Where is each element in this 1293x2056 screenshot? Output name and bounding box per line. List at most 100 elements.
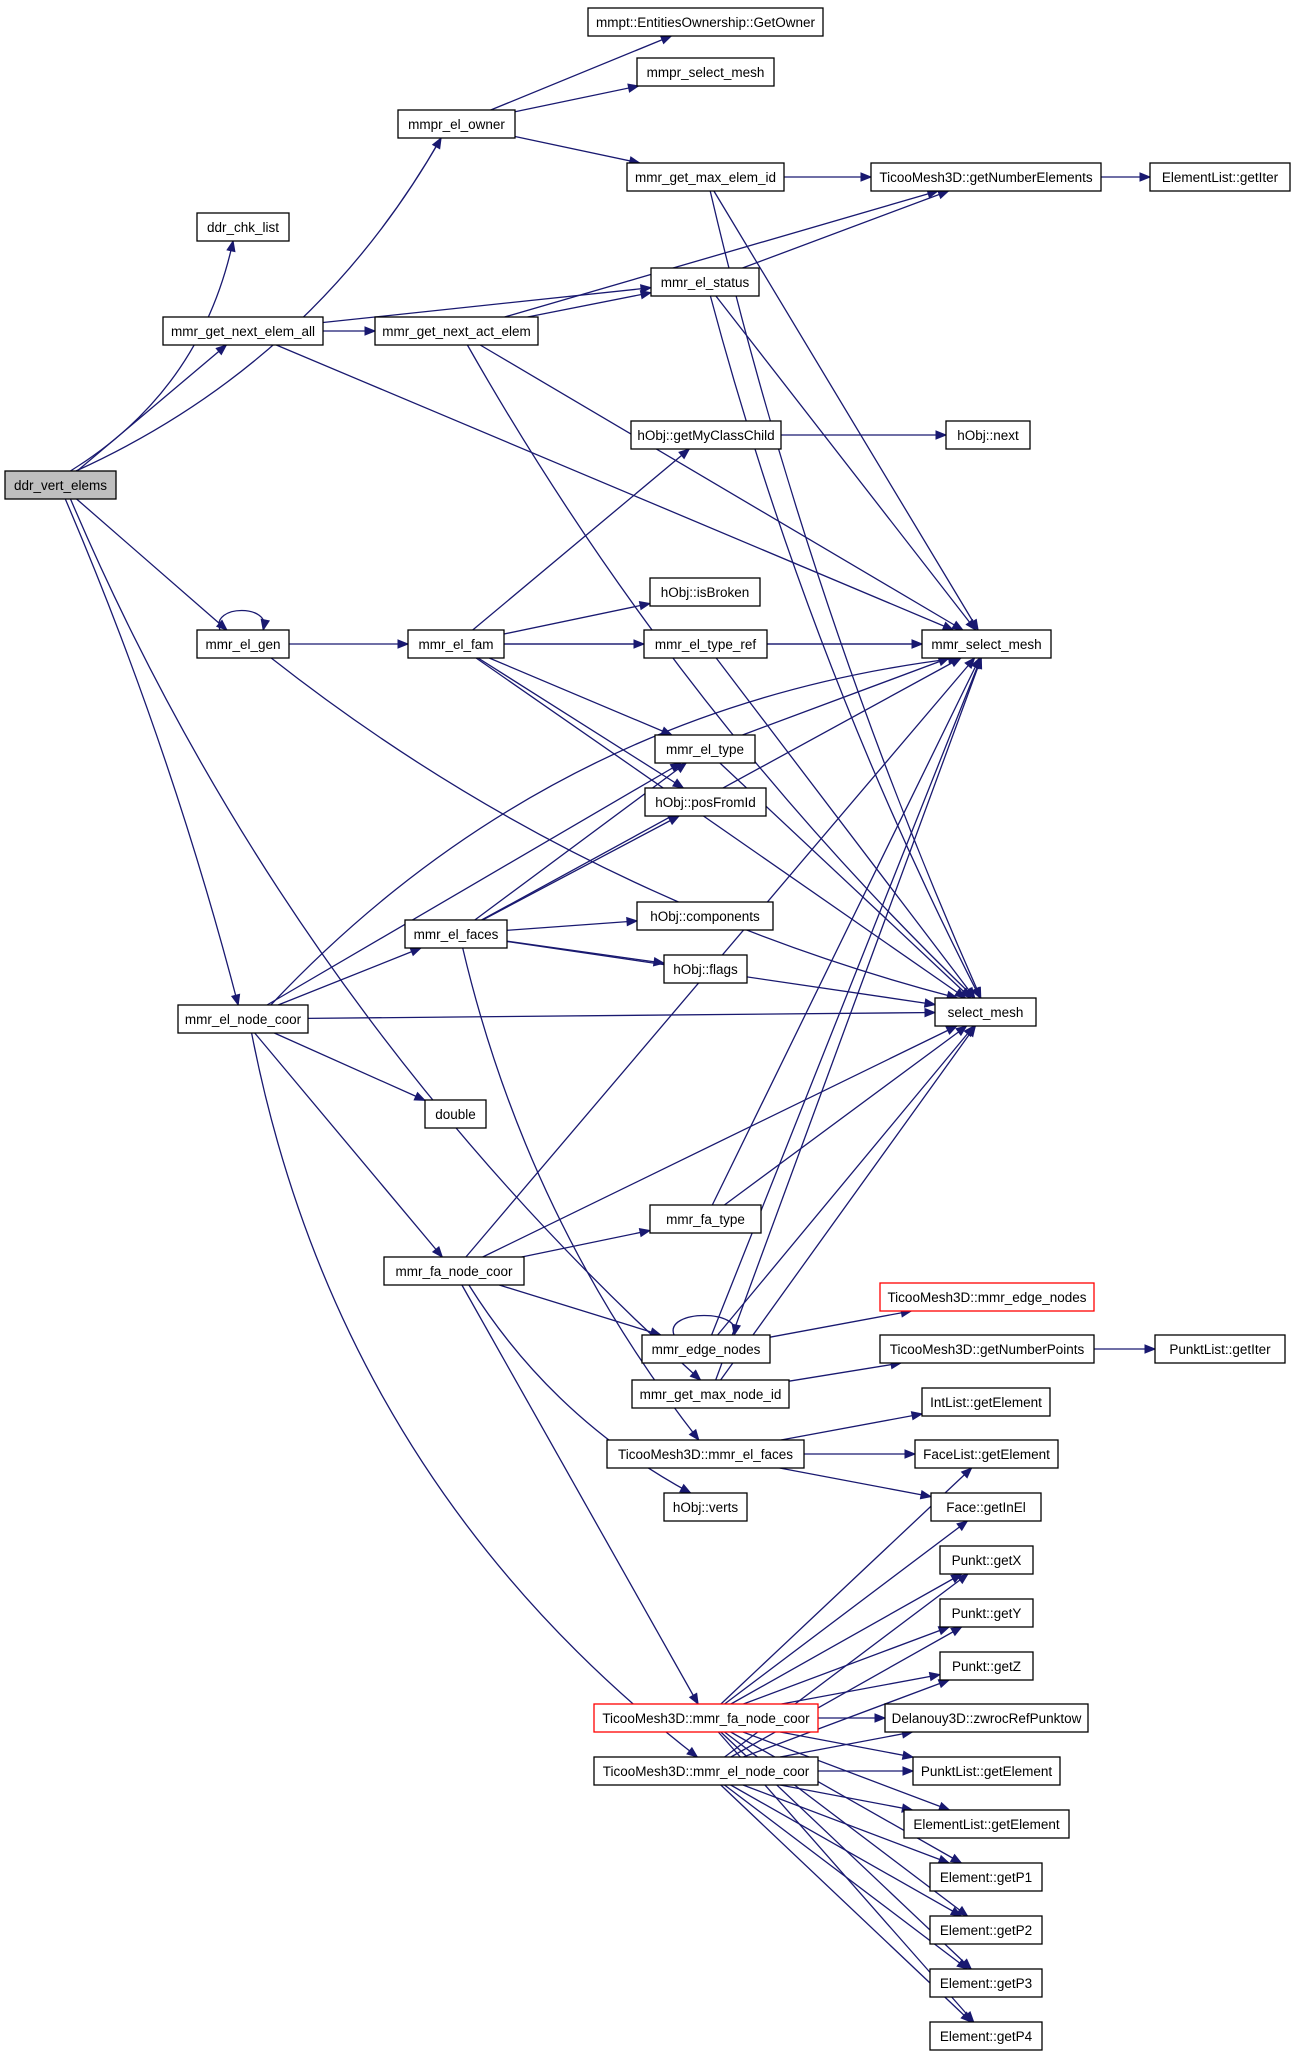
- edge-tm_getNumberPoints-to-PunktList_getIter: [1094, 1344, 1157, 1354]
- node-ddr-vert-elems[interactable]: ddr_vert_elems: [4, 470, 117, 500]
- node-mmr-get-next-elem-all[interactable]: mmr_get_next_elem_all: [162, 316, 324, 346]
- node-facelist-getelement[interactable]: FaceList::getElement: [914, 1439, 1059, 1469]
- edge-mmr_el_faces-to-mmr_el_type: [474, 762, 688, 921]
- node-box: [650, 267, 760, 297]
- node-mmr-get-max-node-id[interactable]: mmr_get_max_node_id: [631, 1379, 790, 1409]
- node-box: [884, 1703, 1089, 1733]
- edge-arrowhead: [431, 1245, 444, 1259]
- edge-arrowhead: [964, 986, 976, 1000]
- edge-line: [779, 1731, 913, 1758]
- node-box: [939, 1651, 1034, 1681]
- node-select-mesh[interactable]: select_mesh: [934, 997, 1037, 1027]
- node-mmr-el-node-coor[interactable]: mmr_el_node_coor: [177, 1004, 309, 1034]
- node-mmr-el-faces[interactable]: mmr_el_faces: [404, 919, 508, 949]
- edge-mmr_get_next_act_elem-to-mmr_el_status: [527, 290, 653, 318]
- node-elementlist-getiter[interactable]: ElementList::getIter: [1149, 162, 1291, 192]
- node-mmr-select-mesh[interactable]: mmr_select_mesh: [921, 629, 1052, 659]
- node-tm-getnumberelements[interactable]: TicooMesh3D::getNumberElements: [870, 162, 1102, 192]
- edge-arrowhead: [971, 986, 981, 1000]
- node-getowner[interactable]: mmpt::EntitiesOwnership::GetOwner: [587, 7, 824, 37]
- node-label: mmpt::EntitiesOwnership::GetOwner: [596, 15, 816, 30]
- node-box: [424, 1099, 487, 1129]
- node-box: [654, 734, 756, 764]
- node-box: [630, 420, 782, 450]
- node-face-getinel[interactable]: Face::getInEl: [930, 1492, 1042, 1522]
- edge-line: [64, 498, 239, 1006]
- node-hobj-next[interactable]: hObj::next: [945, 420, 1031, 450]
- edge-tm_mmr_fa_node_coor-to-Punkt_getX: [730, 1573, 963, 1705]
- node-punktlist-getelement[interactable]: PunktList::getElement: [912, 1756, 1061, 1786]
- node-ddr-chk-list[interactable]: ddr_chk_list: [196, 212, 290, 242]
- node-hobj-isbroken[interactable]: hObj::isBroken: [649, 577, 761, 607]
- node-mmr-el-type-ref[interactable]: mmr_el_type_ref: [643, 629, 768, 659]
- edge-mmr_get_next_elem_all-to-mmr_get_next_act_elem: [323, 326, 377, 336]
- edge-arrowhead: [633, 639, 646, 649]
- node-box: [404, 919, 508, 949]
- node-element-getp2[interactable]: Element::getP2: [929, 1915, 1043, 1945]
- node-box: [587, 7, 824, 37]
- node-element-getp1[interactable]: Element::getP1: [929, 1862, 1043, 1892]
- node-hobj-flags[interactable]: hObj::flags: [663, 954, 748, 984]
- edge-mmr_el_node_coor-to-mmr_fa_node_coor: [254, 1032, 444, 1259]
- node-hobj-components[interactable]: hObj::components: [636, 901, 774, 931]
- edge-tm_mmr_el_node_coor-to-Punkt_getX: [724, 1573, 969, 1758]
- node-tm-getnumberpoints[interactable]: TicooMesh3D::getNumberPoints: [879, 1334, 1095, 1364]
- node-elementlist-getelement[interactable]: ElementList::getElement: [903, 1809, 1070, 1839]
- node-punkt-gety[interactable]: Punkt::getY: [939, 1598, 1034, 1628]
- node-mmr-get-next-act-elem[interactable]: mmr_get_next_act_elem: [374, 316, 539, 346]
- node-mmr-fa-node-coor[interactable]: mmr_fa_node_coor: [383, 1256, 525, 1286]
- node-element-getp3[interactable]: Element::getP3: [929, 1968, 1043, 1998]
- node-element-getp4[interactable]: Element::getP4: [929, 2021, 1043, 2051]
- node-tm-mmr-edge-nodes[interactable]: TicooMesh3D::mmr_edge_nodes: [879, 1282, 1095, 1312]
- edge-line: [730, 1573, 962, 1705]
- node-mmr-el-type[interactable]: mmr_el_type: [654, 734, 756, 764]
- node-box: [593, 1703, 819, 1733]
- edge-mmr_el_fam-to-hObj_getMyClassChild: [472, 448, 691, 631]
- node-hobj-verts[interactable]: hObj::verts: [663, 1492, 748, 1522]
- edge-mmpr_el_owner-to-mmpr_select_mesh: [514, 83, 640, 113]
- node-mmr-el-status[interactable]: mmr_el_status: [650, 267, 760, 297]
- node-punkt-getz[interactable]: Punkt::getZ: [939, 1651, 1034, 1681]
- edge-ddr_vert_elems-to-ddr_chk_list: [70, 239, 236, 472]
- node-label: mmpr_el_owner: [408, 117, 505, 132]
- edge-line: [276, 344, 954, 631]
- edge-arrowhead: [215, 344, 228, 356]
- edge-line: [250, 1032, 698, 1758]
- node-mmpr-el-owner[interactable]: mmpr_el_owner: [397, 109, 516, 139]
- node-label: ElementList::getIter: [1162, 170, 1279, 185]
- node-box: [1149, 162, 1291, 192]
- node-box: [903, 1809, 1070, 1839]
- node-tm-mmr-fa-node-coor[interactable]: TicooMesh3D::mmr_fa_node_coor: [593, 1703, 819, 1733]
- edge-mmr_fa_node_coor-to-tm_mmr_fa_node_coor: [461, 1284, 699, 1706]
- edge-line: [274, 1032, 426, 1101]
- node-punkt-getx[interactable]: Punkt::getX: [939, 1545, 1034, 1575]
- node-punktlist-getiter[interactable]: PunktList::getIter: [1154, 1334, 1286, 1364]
- edge-line: [527, 291, 652, 318]
- node-mmr-edge-nodes[interactable]: mmr_edge_nodes: [641, 1334, 771, 1364]
- node-mmr-el-fam[interactable]: mmr_el_fam: [407, 629, 505, 659]
- edge-line: [472, 448, 690, 631]
- edge-mmr_el_node_coor-to-double: [274, 1032, 427, 1101]
- edge-tm_mmr_el_node_coor-to-Element_getP3: [724, 1784, 969, 1970]
- node-mmr-el-gen[interactable]: mmr_el_gen: [196, 629, 290, 659]
- edge-line: [724, 1784, 968, 1970]
- edge-mmr_el_type-to-mmr_select_mesh: [742, 657, 951, 736]
- edge-line: [506, 920, 638, 931]
- node-label: hObj::next: [957, 428, 1019, 443]
- node-mmr-get-max-elem-id[interactable]: mmr_get_max_elem_id: [626, 162, 785, 192]
- node-hobj-posfromid[interactable]: hObj::posFromId: [644, 787, 767, 817]
- edge-arrowhead: [965, 618, 977, 632]
- node-tm-mmr-el-faces[interactable]: TicooMesh3D::mmr_el_faces: [606, 1439, 805, 1469]
- node-hobj-getmyclasschild[interactable]: hObj::getMyClassChild: [630, 420, 782, 450]
- node-mmpr-select-mesh[interactable]: mmpr_select_mesh: [636, 57, 775, 87]
- node-box: [939, 1545, 1034, 1575]
- node-double[interactable]: double: [424, 1099, 487, 1129]
- node-mmr-fa-type[interactable]: mmr_fa_type: [649, 1204, 762, 1234]
- node-intlist-getelement[interactable]: IntList::getElement: [921, 1387, 1051, 1417]
- node-delanouy3d-zwrocrefpunktow[interactable]: Delanouy3D::zwrocRefPunktow: [884, 1703, 1089, 1733]
- node-label: mmr_get_next_elem_all: [171, 324, 315, 339]
- edge-line: [462, 947, 700, 1441]
- edge-tm_mmr_fa_node_coor-to-Delanouy3D_zwrocRefPunktow: [818, 1713, 887, 1723]
- node-tm-mmr-el-node-coor[interactable]: TicooMesh3D::mmr_el_node_coor: [593, 1756, 819, 1786]
- edge-hObj_getMyClassChild-to-hObj_next: [781, 430, 948, 440]
